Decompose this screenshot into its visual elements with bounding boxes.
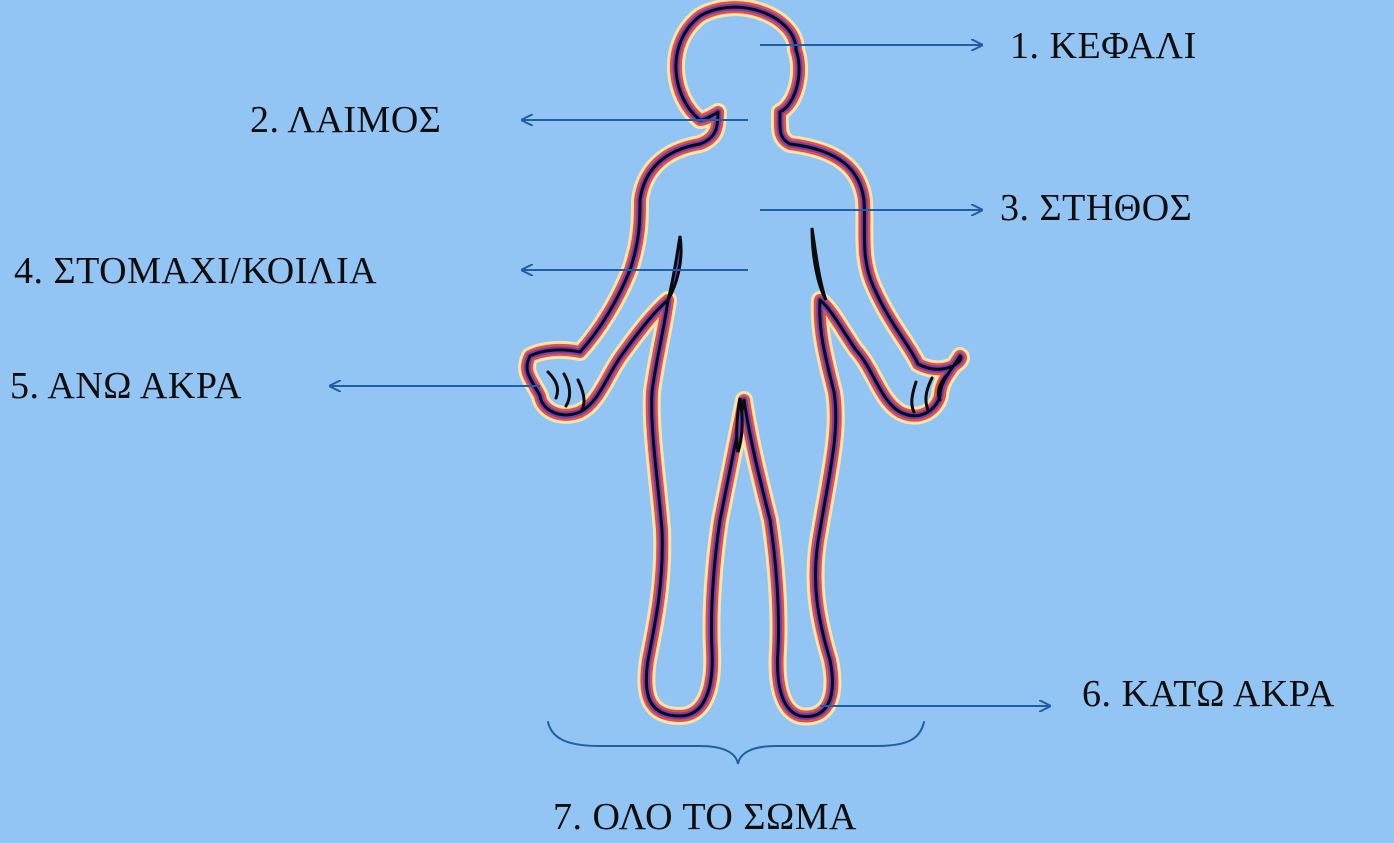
- label-whole-body: 7. ΟΛΟ ΤΟ ΣΩΜΑ: [553, 795, 857, 839]
- label-upper-limbs: 5. ΑΝΩ ΑΚΡΑ: [10, 364, 242, 408]
- right-armpit-gap: [812, 228, 826, 300]
- label-neck: 2. ΛΑΙΜΟΣ: [250, 98, 441, 142]
- label-chest: 3. ΣΤΗΘΟΣ: [1000, 186, 1192, 230]
- body-outline-glow-mid: [527, 7, 961, 716]
- left-armpit-gap: [668, 236, 681, 300]
- label-stomach: 4. ΣΤΟΜΑΧΙ/ΚΟΙΛΙΑ: [14, 249, 377, 293]
- body-outline-glow-outer: [527, 7, 961, 716]
- crotch-gap: [737, 398, 742, 452]
- body-outline-glow-inner: [527, 7, 961, 716]
- label-head: 1. ΚΕΦΑΛΙ: [1010, 24, 1197, 68]
- body-silhouette: [527, 7, 961, 716]
- label-lower-limbs: 6. ΚΑΤΩ ΑΚΡΑ: [1082, 672, 1335, 716]
- body-outline: [527, 7, 961, 716]
- whole-body-brace: [548, 722, 924, 764]
